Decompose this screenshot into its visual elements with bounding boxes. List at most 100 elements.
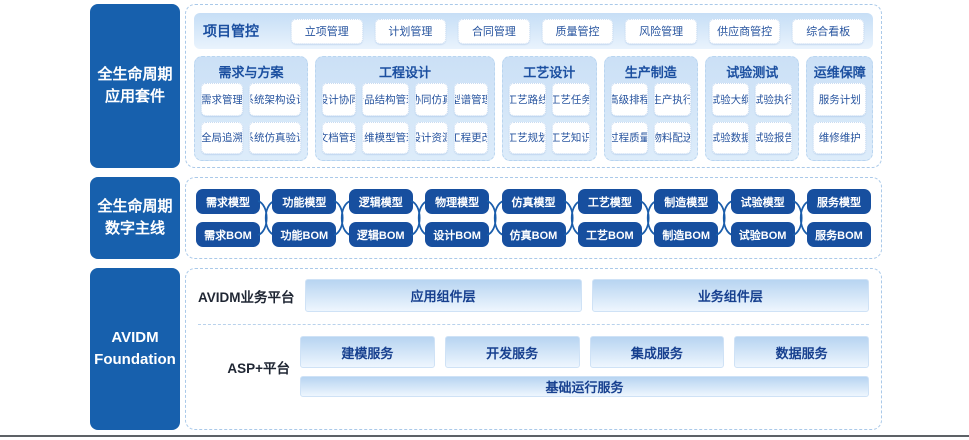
module-chip: 产品结构管理 xyxy=(361,83,409,116)
module-chip: 立项管理 xyxy=(291,18,363,44)
chain-link-icon xyxy=(410,189,428,247)
business-platform-label: AVIDM业务平台 xyxy=(198,289,295,305)
column-maintenance: 运维保障 服务计划 维修维护 xyxy=(806,56,873,161)
module-chip: 文档管理 xyxy=(321,121,356,154)
project-control-title: 项目管控 xyxy=(203,23,259,39)
model-pill: 功能模型 xyxy=(272,189,337,214)
foundation-label-line2: Foundation xyxy=(94,351,176,368)
chain-link-icon xyxy=(257,189,275,247)
column-grid: 服务计划 维修维护 xyxy=(813,83,866,154)
module-chip: 试验大纲 xyxy=(711,83,750,116)
layer-bar: 业务组件层 xyxy=(591,279,869,312)
suite-label-line1: 全生命周期 xyxy=(97,66,173,84)
service-row: 建模服务 开发服务 集成服务 数据服务 xyxy=(300,336,869,368)
module-chip: 风险管理 xyxy=(625,18,697,44)
module-chip: 试验报告 xyxy=(755,121,793,154)
column-grid: 工艺路线 工艺任务 工艺规划 工艺知识 xyxy=(509,83,590,154)
bom-pill: 逻辑BOM xyxy=(348,222,413,247)
module-chip: 工艺路线 xyxy=(509,83,547,116)
business-platform-row: AVIDM业务平台 应用组件层 业务组件层 xyxy=(198,279,869,312)
column-title: 工艺设计 xyxy=(523,65,576,80)
model-pill: 试验模型 xyxy=(730,189,795,214)
column-requirements: 需求与方案 需求管理 系统架构设计 全局追溯 系统仿真验证 xyxy=(194,56,308,161)
chain-link-icon xyxy=(563,189,581,247)
module-chip: 工程更改 xyxy=(454,121,488,154)
thread-group: 仿真模型 仿真BOM xyxy=(501,189,566,247)
column-title: 工程设计 xyxy=(378,65,431,80)
thread-group: 制造模型 制造BOM xyxy=(654,189,719,247)
chain-link-icon xyxy=(639,189,657,247)
column-engineering-design: 工程设计 设计协同 产品结构管理 协同仿真 型谱管理 文档管理 三维模型管理 设… xyxy=(314,56,496,161)
column-title: 需求与方案 xyxy=(218,65,284,80)
module-chip: 生产执行 xyxy=(653,83,691,116)
column-test: 试验测试 试验大纲 试验执行 试验数据 试验报告 xyxy=(704,56,800,161)
asp-platform-label: ASP+平台 xyxy=(227,360,290,376)
module-chip: 供应商管控 xyxy=(708,18,781,44)
section-foundation: AVIDM Foundation AVIDM业务平台 应用组件层 业务组件层 A… xyxy=(90,268,882,430)
module-chip: 合同管理 xyxy=(458,18,530,44)
bom-pill: 工艺BOM xyxy=(577,222,642,247)
bom-pill: 服务BOM xyxy=(807,222,871,247)
model-pill: 物理模型 xyxy=(425,189,490,214)
asp-platform-row: ASP+平台 建模服务 开发服务 集成服务 数据服务 基础运行服务 xyxy=(198,336,869,397)
asp-platform-layers: 建模服务 开发服务 集成服务 数据服务 基础运行服务 xyxy=(300,336,869,397)
column-title: 试验测试 xyxy=(726,65,779,80)
module-chip: 试验数据 xyxy=(711,121,750,154)
column-grid: 高级排程 生产执行 过程质量 物料配送 xyxy=(610,83,691,154)
thread-group: 试验模型 试验BOM xyxy=(730,189,795,247)
chain-link-icon xyxy=(792,189,810,247)
module-chip: 综合看板 xyxy=(792,18,865,44)
thread-panel: 需求模型 需求BOM 功能模型 功能BOM 逻辑模型 逻辑BOM 物理模型 设计… xyxy=(185,177,882,259)
module-chip: 服务计划 xyxy=(813,83,866,116)
business-platform-bars: 应用组件层 业务组件层 xyxy=(304,279,869,312)
bottom-edge-rule xyxy=(0,435,969,437)
column-grid: 设计协同 产品结构管理 协同仿真 型谱管理 文档管理 三维模型管理 设计资源 工… xyxy=(321,83,488,154)
foundation-divider xyxy=(198,324,869,325)
section-digital-thread: 全生命周期 数字主线 需求模型 需求BOM 功能模型 功能BOM 逻辑模型 逻辑… xyxy=(90,177,882,259)
column-grid: 需求管理 系统架构设计 全局追溯 系统仿真验证 xyxy=(201,83,301,154)
suite-columns: 需求与方案 需求管理 系统架构设计 全局追溯 系统仿真验证 工程设计 设计协同 … xyxy=(194,56,873,161)
chain-link-icon xyxy=(486,189,504,247)
module-chip: 设计协同 xyxy=(321,83,356,116)
model-pill: 工艺模型 xyxy=(577,189,642,214)
bom-pill: 需求BOM xyxy=(196,222,260,247)
model-pill: 逻辑模型 xyxy=(348,189,413,214)
layer-bar: 应用组件层 xyxy=(304,279,582,312)
bom-pill: 功能BOM xyxy=(272,222,337,247)
module-chip: 工艺任务 xyxy=(552,83,590,116)
model-pill: 服务模型 xyxy=(807,189,871,214)
foundation-section-label: AVIDM Foundation xyxy=(90,268,180,430)
module-chip: 过程质量 xyxy=(610,121,648,154)
thread-label-line2: 数字主线 xyxy=(104,220,165,237)
column-title: 生产制造 xyxy=(624,65,677,80)
column-grid: 试验大纲 试验执行 试验数据 试验报告 xyxy=(711,83,793,154)
module-chip: 工艺知识 xyxy=(552,121,590,154)
module-chip: 计划管理 xyxy=(374,18,447,44)
suite-panel: 项目管控 立项管理 计划管理 合同管理 质量管控 风险管理 供应商管控 综合看板… xyxy=(185,4,882,168)
suite-section-label: 全生命周期 应用套件 xyxy=(90,4,180,168)
section-application-suite: 全生命周期 应用套件 项目管控 立项管理 计划管理 合同管理 质量管控 风险管理… xyxy=(90,4,882,168)
module-chip: 高级排程 xyxy=(610,83,648,116)
thread-group: 功能模型 功能BOM xyxy=(272,189,337,247)
module-chip: 维修维护 xyxy=(813,121,866,154)
bom-pill: 仿真BOM xyxy=(501,222,566,247)
foundation-label-line1: AVIDM xyxy=(111,329,159,347)
thread-group: 逻辑模型 逻辑BOM xyxy=(348,189,413,247)
suite-label-line2: 应用套件 xyxy=(104,88,165,105)
thread-group: 工艺模型 工艺BOM xyxy=(577,189,642,247)
foundation-panel: AVIDM业务平台 应用组件层 业务组件层 ASP+平台 建模服务 开发服务 集… xyxy=(185,268,882,430)
model-pill: 需求模型 xyxy=(196,189,260,214)
module-chip: 质量管控 xyxy=(541,18,614,44)
base-runtime-bar: 基础运行服务 xyxy=(300,376,869,397)
chain-link-icon xyxy=(334,189,352,247)
model-pill: 仿真模型 xyxy=(501,189,566,214)
module-chip: 系统仿真验证 xyxy=(248,121,301,154)
service-bar: 数据服务 xyxy=(734,336,869,368)
service-bar: 开发服务 xyxy=(444,336,580,368)
thread-group: 服务模型 服务BOM xyxy=(807,189,871,247)
bom-pill: 设计BOM xyxy=(425,222,490,247)
bom-pill: 试验BOM xyxy=(730,222,795,247)
model-pill: 制造模型 xyxy=(654,189,719,214)
chain-link-icon xyxy=(715,189,733,247)
thread-section-label: 全生命周期 数字主线 xyxy=(90,177,180,259)
